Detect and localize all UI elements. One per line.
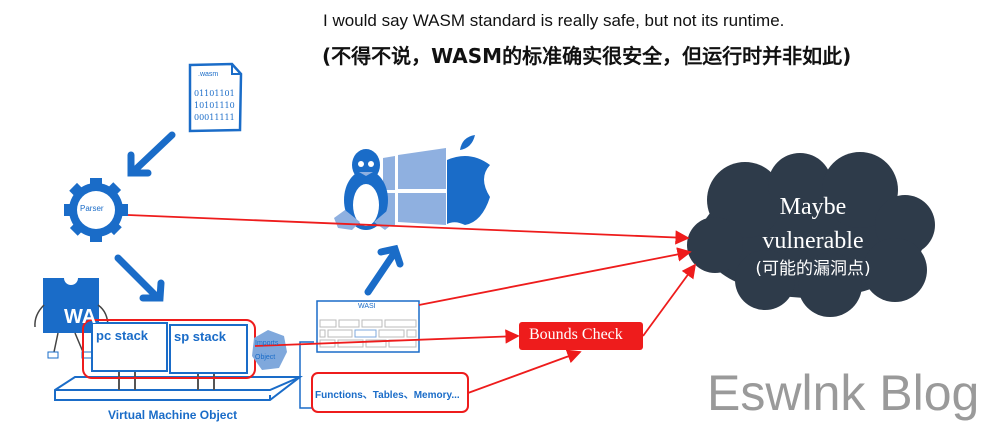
wasi-label: WASI	[358, 303, 376, 310]
apple-icon	[447, 135, 490, 225]
object-label: Object	[255, 354, 276, 361]
arrow-wasi-to-os-icon	[364, 244, 404, 296]
wasm-bits: 01101101 10101110 00011111	[194, 88, 235, 124]
bounds-check-label: Bounds Check	[529, 326, 623, 343]
sp-stack-label: sp stack	[174, 329, 227, 344]
cloud-text: Maybe vulnerable (可能的漏洞点)	[698, 190, 928, 280]
imports-object-hex	[252, 330, 287, 370]
wasm-file-label: .wasm	[198, 71, 219, 78]
windows-icon	[383, 148, 446, 225]
parser-label: Parser	[80, 204, 104, 213]
sp-stack-box	[169, 324, 248, 374]
cloud-line3: (可能的漏洞点)	[755, 259, 871, 279]
wasi-box	[316, 300, 420, 353]
wasm-file-icon	[188, 62, 243, 133]
pc-stack-box	[91, 322, 168, 372]
bounds-check-box	[519, 322, 643, 350]
cloud-line2: vulnerable	[762, 228, 864, 254]
vulnerable-cloud	[687, 152, 935, 317]
red-connectors	[127, 214, 697, 394]
wa-logo-text: WA	[64, 306, 97, 328]
imports-label: Imports	[255, 340, 279, 347]
pc-stack-label: pc stack	[96, 328, 149, 343]
cloud-line1: Maybe	[779, 194, 847, 220]
title-line2: (不得不说，WASM的标准确实很安全，但运行时并非如此)	[322, 44, 852, 68]
watermark: Eswlnk Blog	[707, 365, 980, 421]
parser-gear-icon	[64, 178, 128, 242]
bits-row: 00011111	[194, 113, 235, 122]
connector	[299, 341, 314, 409]
imports-object-label: Imports Object	[255, 337, 278, 365]
vm-label: Virtual Machine Object	[108, 408, 238, 422]
arrow-parser-to-vm-icon	[114, 254, 165, 302]
functions-label: Functions、Tables、Memory...	[315, 390, 460, 401]
vm-platform	[54, 372, 303, 401]
bits-row: 01101101	[194, 89, 235, 98]
bits-row: 10101110	[194, 101, 235, 110]
title-line1: I would say WASM standard is really safe…	[323, 11, 785, 30]
arrow-file-to-parser-icon	[127, 131, 176, 177]
